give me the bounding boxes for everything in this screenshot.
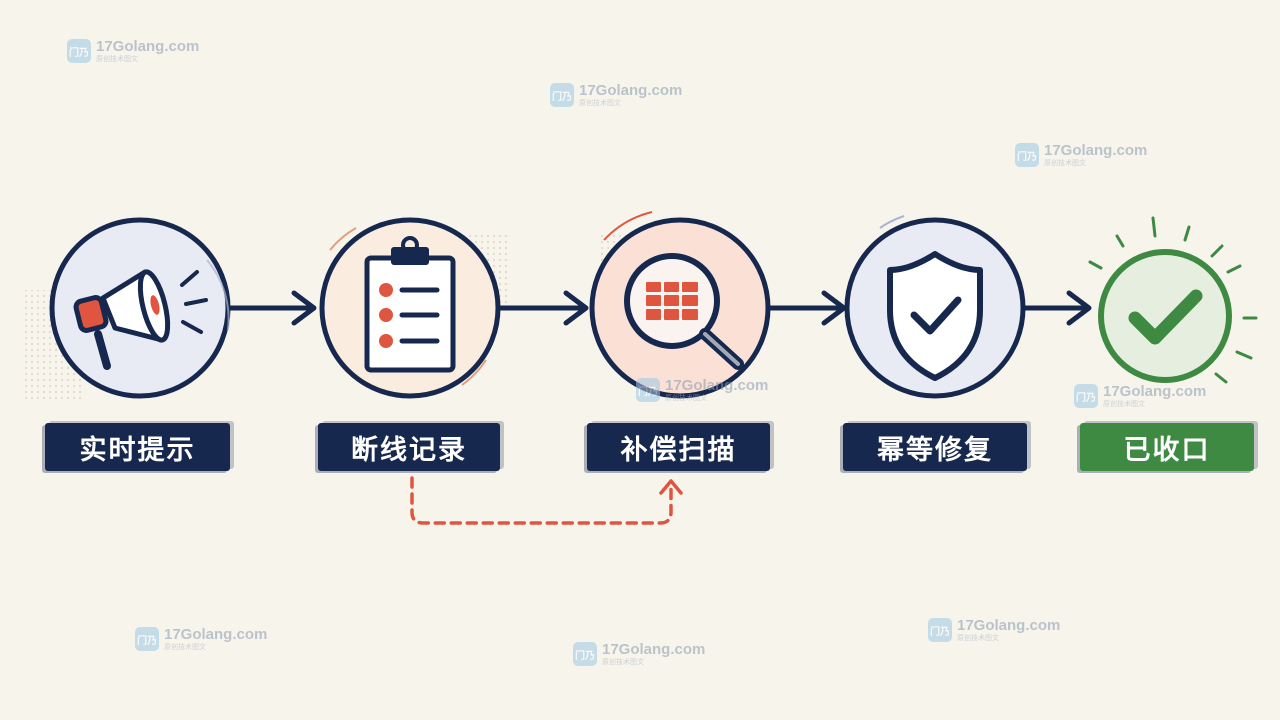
step-circle-1 — [49, 217, 231, 399]
clipboard-icon — [364, 236, 456, 373]
step-circle-3 — [589, 211, 771, 399]
arrowhead-3 — [821, 290, 847, 326]
step-label-4: 幂等修复 — [843, 423, 1027, 471]
watermark-logo-icon: 门乃 — [135, 627, 159, 651]
radiating-lines — [1088, 216, 1258, 384]
step-circle-2 — [319, 217, 501, 399]
watermark-logo-icon: 门乃 — [1074, 384, 1098, 408]
shield-check-icon — [887, 251, 983, 381]
megaphone-icon — [73, 269, 208, 370]
step-label-5: 已收口 — [1080, 423, 1254, 471]
watermark-logo-icon: 门乃 — [550, 83, 574, 107]
step-circle-5 — [1088, 216, 1258, 384]
arrowhead-1 — [291, 290, 317, 326]
watermark-logo-icon: 门乃 — [573, 642, 597, 666]
watermark-logo-icon: 门乃 — [1015, 143, 1039, 167]
watermark-logo-icon: 门乃 — [67, 39, 91, 63]
watermark-logo-icon: 门乃 — [636, 378, 660, 402]
arrowhead-2 — [563, 290, 589, 326]
step-circle-4 — [844, 215, 1026, 399]
feedback-loop-arrow — [410, 476, 673, 525]
step-label-1: 实时提示 — [45, 423, 230, 471]
arrowhead-4 — [1066, 290, 1092, 326]
magnifier-table-icon — [624, 253, 744, 370]
step-label-2: 断线记录 — [318, 423, 500, 471]
watermark-logo-icon: 门乃 — [928, 618, 952, 642]
feedback-loop-arrowhead — [659, 479, 683, 495]
step-label-3: 补偿扫描 — [587, 423, 770, 471]
check-icon — [1128, 289, 1203, 345]
